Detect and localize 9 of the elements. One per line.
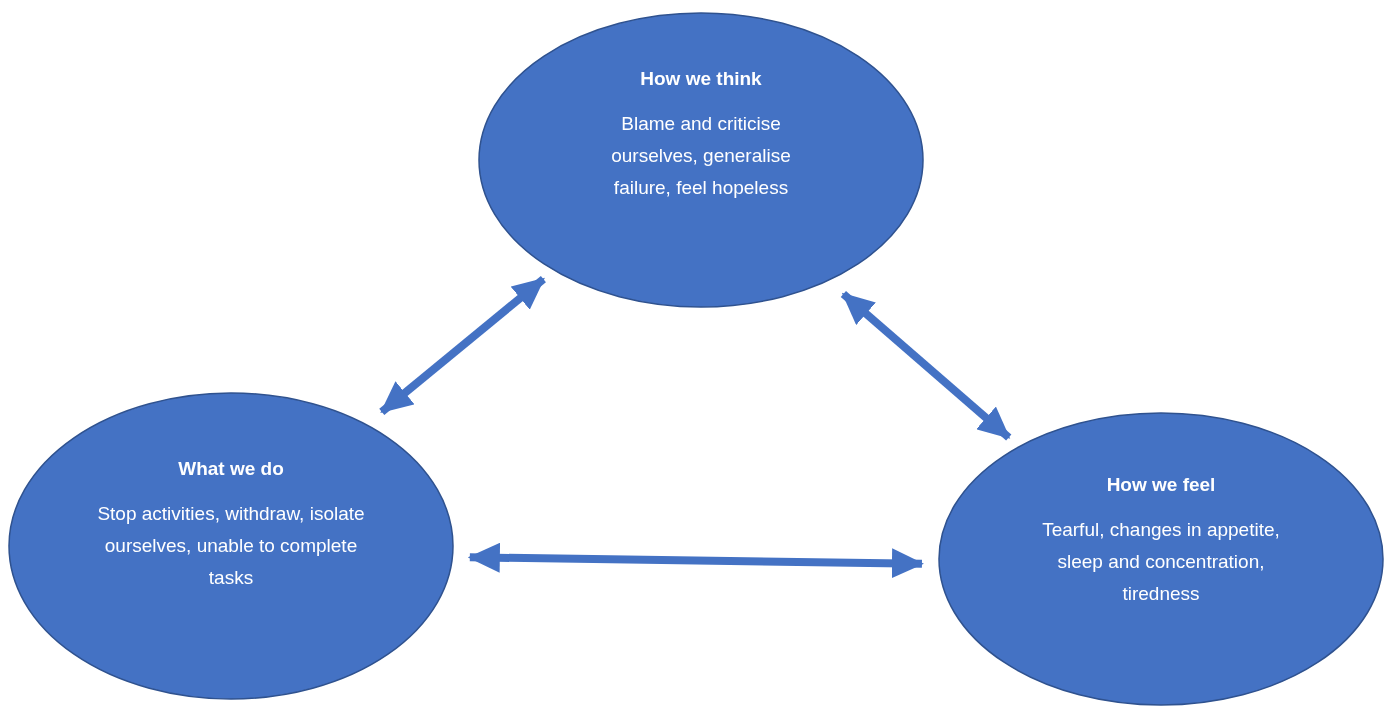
node-description: Blame and criticise ourselves, generalise failure, feel hopeless: [610, 112, 792, 200]
double-arrow: [379, 276, 546, 415]
double-arrow: [467, 542, 924, 579]
node-description: Tearful, changes in appetite, sleep and concentration, tiredness: [1041, 518, 1281, 606]
double-arrow: [840, 291, 1012, 441]
node-heading: How we think: [639, 68, 763, 90]
node-heading: What we do: [177, 458, 285, 480]
node-description: Stop activities, withdraw, isolate ourselves, unable to complete tasks: [96, 502, 366, 590]
node-heading: How we feel: [1105, 474, 1217, 496]
